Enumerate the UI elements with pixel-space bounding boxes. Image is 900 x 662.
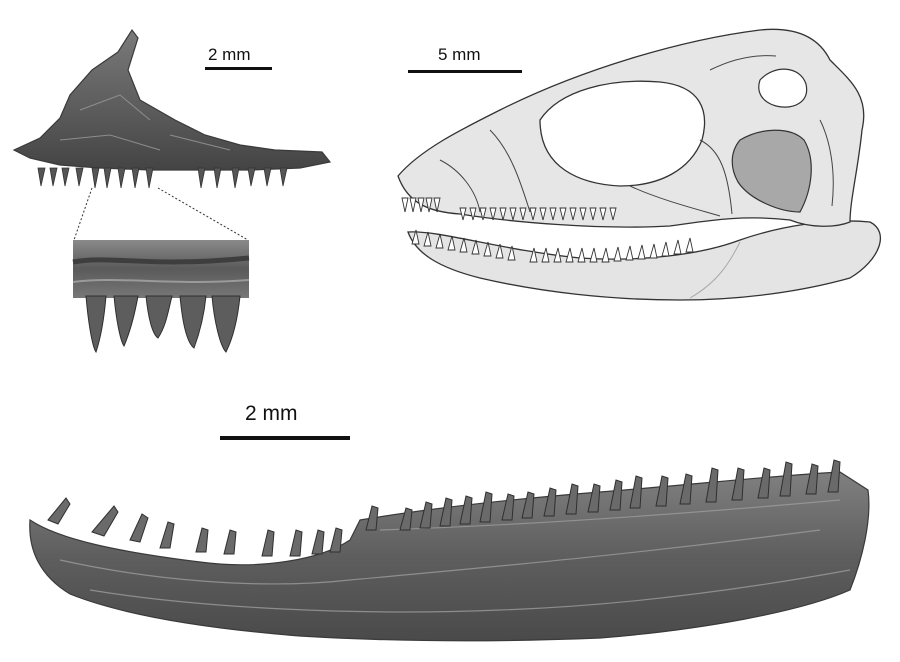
maxilla-scale-label: 2 mm [208,45,251,64]
dentary-scale-line [220,436,350,440]
dentary-scale-label: 2 mm [245,402,298,425]
dentary-teeth [47,459,841,557]
dentary-bone [29,471,870,642]
lower-jaw [407,220,881,301]
upper-teeth [401,197,617,221]
skull-scale-bar: 5 mm [408,45,528,77]
skull-scale-label: 5 mm [438,45,481,64]
lower-temporal-opening [731,129,812,213]
dentary-scale-bar: 2 mm [220,402,355,442]
maxilla-scale-line [205,67,272,70]
maxilla-bone [12,28,332,171]
maxilla-teeth-inset [72,240,250,354]
maxilla-fossil-image [12,28,332,354]
lower-teeth [411,229,694,263]
zoom-guide-right [157,187,249,241]
zoom-guide-left [73,187,93,241]
skull-drawing [397,28,881,301]
orbit [539,80,706,187]
maxilla-scale-bar: 2 mm [205,45,275,75]
dentary-fossil-image [29,459,870,642]
upper-temporal-opening [758,68,808,108]
skull-scale-line [408,70,522,73]
skull-reconstruction-panel: 5 mm [380,0,900,320]
skull-sutures [439,55,834,217]
dentary-fossil-panel: 2 mm [0,380,900,662]
maxilla-fossil-panel: 2 mm [0,0,360,360]
maxilla-teeth [37,167,288,189]
